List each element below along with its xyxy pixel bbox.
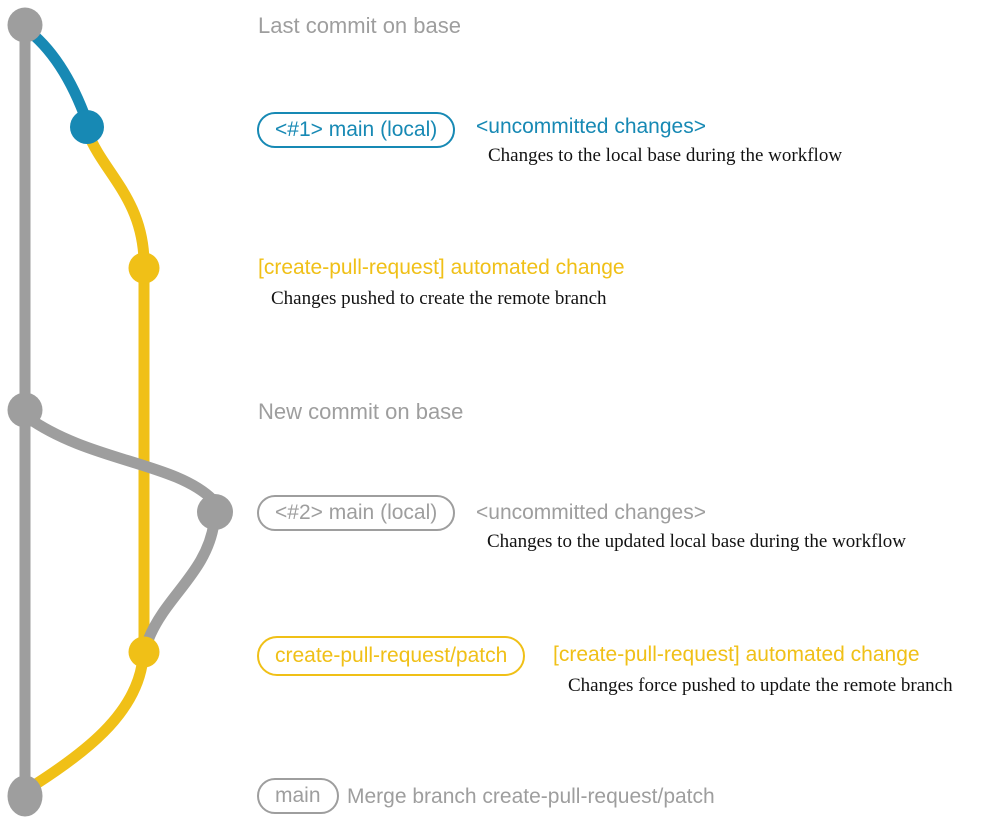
commit-dot-merge — [7, 775, 43, 817]
commit-dot-base-2 — [7, 392, 43, 428]
commit-dot-patch-1 — [128, 252, 160, 284]
patch-rebase-curve — [143, 517, 220, 644]
label-last-commit-on-base: Last commit on base — [258, 13, 461, 38]
label-automated-change-1: [create-pull-request] automated change — [258, 256, 625, 279]
label-uncommitted-changes-1: <uncommitted changes> — [476, 115, 706, 138]
description-local-base-changes: Changes to the local base during the wor… — [488, 145, 843, 166]
badge-main-local-2: <#2> main (local) — [257, 495, 456, 531]
description-force-pushed-update: Changes force pushed to update the remot… — [568, 675, 953, 696]
label-automated-change-2: [create-pull-request] automated change — [553, 643, 920, 666]
merge-curve — [30, 659, 148, 790]
local-uncommitted-curve-1 — [19, 22, 93, 128]
badge-main: main — [257, 778, 339, 814]
label-uncommitted-changes-2: <uncommitted changes> — [476, 501, 706, 524]
badge-create-pull-request-patch: create-pull-request/patch — [257, 636, 526, 676]
description-updated-local-base: Changes to the updated local base during… — [487, 531, 906, 552]
patch-create-curve — [82, 127, 150, 266]
description-pushed-create-branch: Changes pushed to create the remote bran… — [271, 288, 607, 309]
commit-dot-local-2 — [197, 494, 233, 530]
base-new-commit-curve — [21, 411, 219, 506]
commit-dot-base-1 — [7, 7, 43, 43]
commit-dot-patch-2 — [128, 636, 160, 668]
commit-dot-local-1 — [70, 110, 104, 144]
badge-main-local-1: <#1> main (local) — [257, 112, 456, 148]
label-merge-branch: Merge branch create-pull-request/patch — [347, 785, 715, 808]
label-new-commit-on-base: New commit on base — [258, 399, 464, 424]
